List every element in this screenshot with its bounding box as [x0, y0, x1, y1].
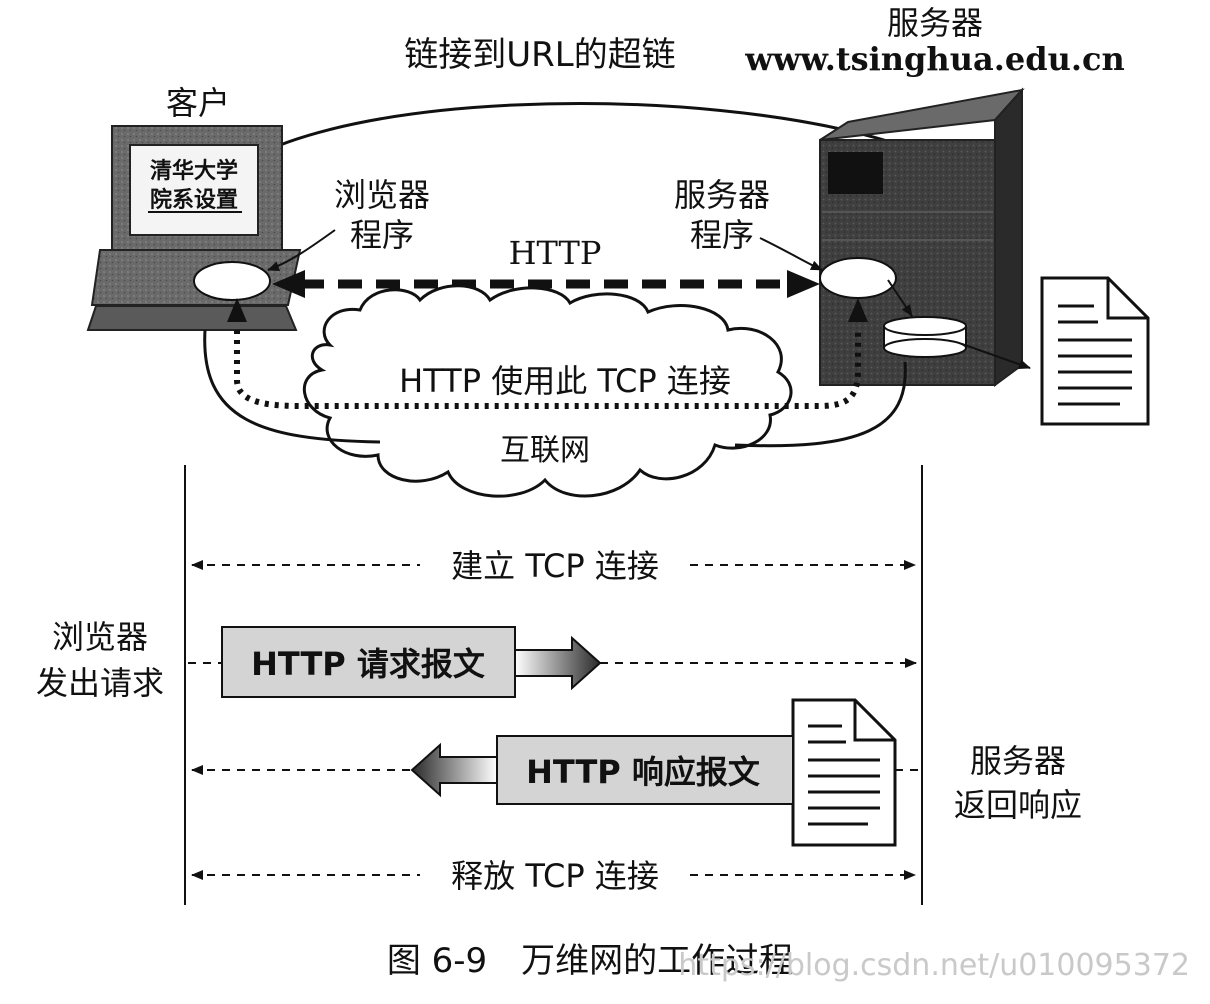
tcp-usage-label: HTTP 使用此 TCP 连接 [399, 362, 731, 400]
http-label: HTTP [509, 234, 602, 272]
release-tcp-label: 释放 TCP 连接 [451, 857, 659, 895]
browser-program-label-line2: 程序 [350, 216, 414, 254]
browser-pointer-arrow [267, 229, 336, 271]
document-icon [1040, 276, 1150, 426]
response-direction-arrow [410, 742, 498, 798]
client-computer-icon [86, 125, 302, 331]
request-direction-arrow [514, 635, 602, 691]
server-program-oval [819, 257, 897, 299]
hyperlink-curve [213, 102, 901, 187]
establish-tcp-label: 建立 TCP 连接 [451, 547, 659, 585]
http-request-box [221, 626, 516, 698]
screen-text-line1: 清华大学 [150, 158, 238, 184]
server-response-label-line2: 返回响应 [954, 786, 1082, 824]
browser-oval [193, 261, 271, 301]
watermark-text: https://blog.csdn.net/u010095372 [678, 948, 1190, 983]
internet-cloud-icon [303, 284, 793, 498]
hyperlink-label: 链接到URL的超链 [404, 35, 675, 75]
client-label: 客户 [166, 84, 230, 122]
disk-to-document-arrow [961, 343, 1031, 370]
http-dashed-arrow [272, 270, 820, 298]
disk-icon [883, 316, 967, 358]
server-to-disk-arrow [887, 279, 913, 317]
server-program-label-line1: 服务器 [674, 176, 770, 214]
internet-label: 互联网 [500, 433, 590, 468]
server-response-label-line1: 服务器 [970, 742, 1066, 780]
browser-request-label-line1: 浏览器 [52, 618, 148, 656]
response-document-icon [791, 698, 897, 847]
server-title: 服务器 [887, 4, 983, 42]
server-internet-link [734, 361, 907, 448]
screen-text-line2: 院系设置 [150, 187, 238, 213]
server-program-label-line2: 程序 [690, 216, 754, 254]
server-program-pointer-arrow [759, 237, 823, 271]
http-response-label: HTTP 响应报文 [526, 753, 760, 791]
browser-request-label-line2: 发出请求 [36, 664, 164, 702]
tcp-dotted-path [227, 298, 868, 409]
figure-caption: 图 6-9 万维网的工作过程 [387, 941, 793, 981]
http-response-box [496, 735, 794, 805]
http-request-label: HTTP 请求报文 [251, 645, 485, 683]
client-internet-link [203, 329, 381, 444]
server-url: www.tsinghua.edu.cn [744, 40, 1124, 78]
browser-program-label-line1: 浏览器 [334, 176, 430, 214]
